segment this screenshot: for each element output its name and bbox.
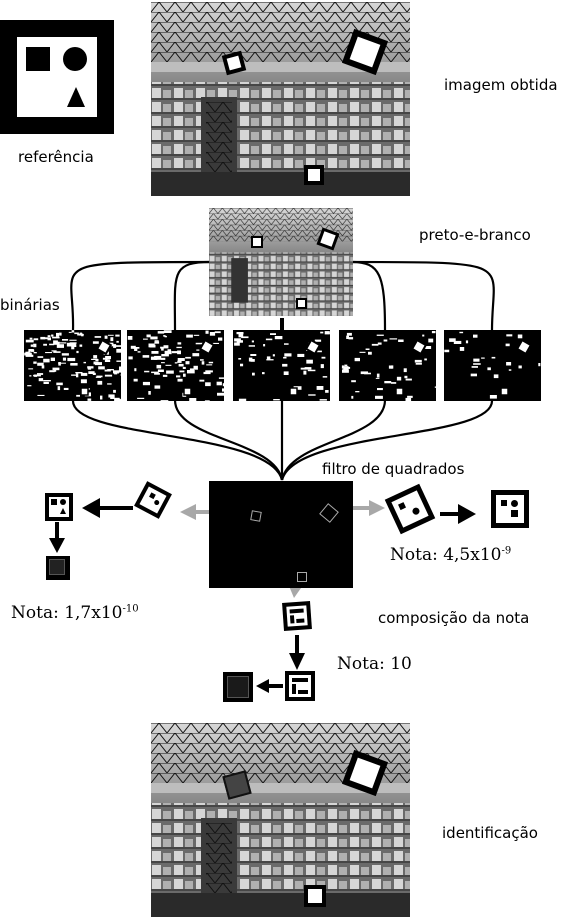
left-score-exp: -10 [122,603,139,615]
left-comparison [46,556,70,580]
square-icon [26,47,50,71]
identified-marker-2 [304,885,326,907]
grayscale-label: preto-e-branco [419,226,531,244]
bottom-comparison [223,672,253,702]
left-score-value: Nota: 1,7x10 [11,603,123,623]
binary-image-2 [127,330,224,401]
black-arrows [49,498,476,693]
binary-image-1 [24,330,121,401]
left-reference [45,493,73,521]
identification-label: identificação [442,824,538,842]
binary-image-3 [233,330,330,401]
bottom-reference [285,671,315,701]
square-filter-label: filtro de quadrados [322,460,465,478]
marker-small-1 [251,236,263,248]
grayscale-image [209,208,353,316]
right-score-exp: -9 [501,545,512,557]
marker-3 [304,165,324,185]
candidate-square-2 [319,503,339,523]
split-curves [70,260,495,331]
candidate-square-3 [297,572,307,582]
left-score: Nota: 1,7x10-10 [11,603,139,623]
candidate-square-1 [250,510,262,522]
binary-label: binárias [0,296,60,314]
reference-label: referência [18,148,94,166]
right-score-value: Nota: 4,5x10 [390,545,502,565]
captured-label: imagem obtida [444,76,558,94]
marker-small-3 [296,298,307,309]
merge-curves [71,399,494,481]
bottom-score: Nota: 10 [337,654,412,674]
circle-icon [63,47,87,71]
square-filter-image [209,481,353,588]
identification-image [151,723,410,917]
right-score: Nota: 4,5x10-9 [390,545,511,565]
captured-image [151,2,410,196]
binary-image-5 [444,330,541,401]
score-composition-label: composição da nota [378,609,530,627]
binary-image-4 [339,330,436,401]
reference-marker [0,20,114,134]
triangle-icon [67,87,85,107]
right-reference [491,490,529,528]
bottom-candidate [282,601,312,631]
